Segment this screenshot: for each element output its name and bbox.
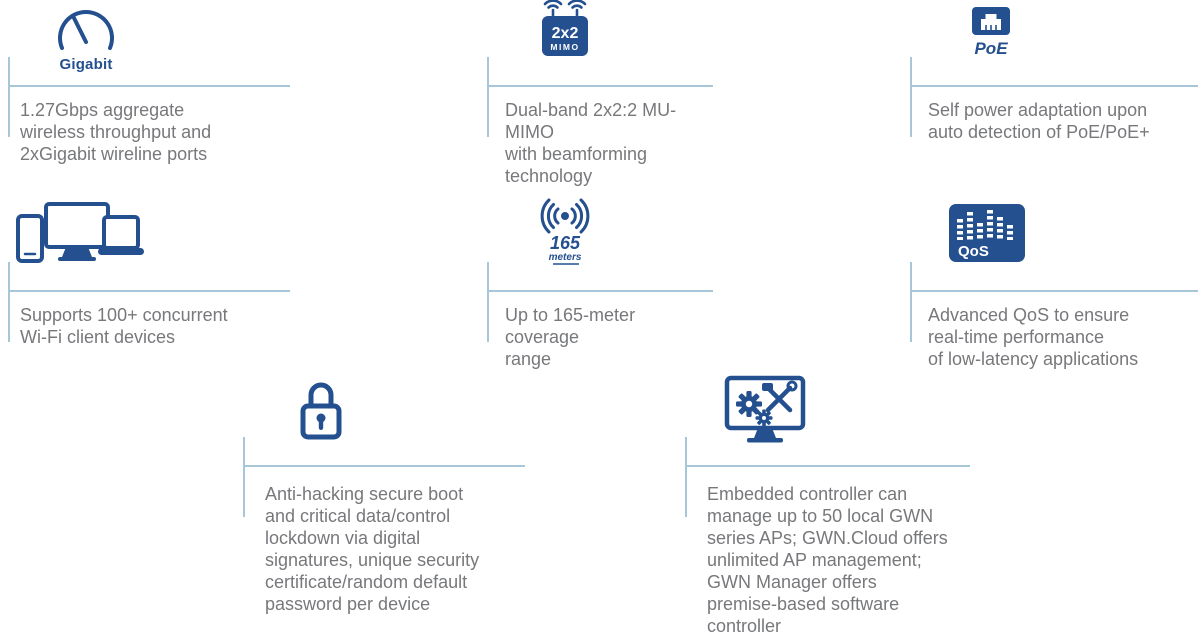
feature-description: Dual-band 2x2:2 MU-MIMO with beamforming… [505,100,677,186]
mimo-label-bottom: MIMO [550,42,579,52]
divider-vertical [8,262,10,342]
poe-label: PoE [974,39,1008,58]
qos-label: QoS [958,243,989,260]
divider-horizontal [487,290,713,292]
client-devices-icon [14,201,146,272]
feature-advanced-qos: QoS Advanced QoS to ensure real-time per… [910,203,1198,375]
feature-description: Self power adaptation upon auto detectio… [928,100,1150,142]
controller-monitor-icon [722,374,808,453]
divider-horizontal [910,85,1198,87]
feature-poe-power: PoE Self power adaptation upon auto dete… [910,0,1198,170]
feature-description: Up to 165-meter coverage range [505,305,636,369]
feature-description: Embedded controller can manage up to 50 … [707,484,948,636]
feature-security: Anti-hacking secure boot and critical da… [243,380,525,638]
divider-vertical [487,262,489,342]
feature-description: Anti-hacking secure boot and critical da… [265,484,480,614]
divider-horizontal [8,290,290,292]
divider-horizontal [8,85,290,87]
feature-description: Advanced QoS to ensure real-time perform… [928,305,1139,369]
divider-horizontal [487,85,713,87]
divider-vertical [8,57,10,137]
range-sublabel: meters [549,252,582,263]
feature-description: 1.27Gbps aggregate wireless throughput a… [20,100,212,164]
ethernet-port-icon: PoE [967,4,1015,63]
divider-horizontal [910,290,1198,292]
padlock-icon [295,376,347,447]
signal-range-icon: 165 meters [527,197,603,274]
divider-vertical [910,57,912,137]
speedometer-gauge-icon: Gigabit [34,6,138,73]
feature-embedded-controller: Embedded controller can manage up to 50 … [685,375,970,638]
feature-mu-mimo: 2x2 MIMO Dual-band 2x2:2 MU-MIMO with be… [487,0,713,186]
qos-equalizer-icon: QoS [948,203,1026,268]
feature-gigabit-throughput: Gigabit 1.27Gbps aggregate wireless thro… [8,0,290,170]
divider-vertical [685,437,687,517]
mimo-label-top: 2x2 [552,25,579,42]
gigabit-label: Gigabit [59,56,113,73]
divider-horizontal [685,465,970,467]
range-label: 165 [550,233,581,253]
feature-coverage-range: 165 meters Up to 165-meter coverage rang… [487,198,713,375]
mimo-antenna-icon: 2x2 MIMO [535,0,595,63]
feature-client-capacity: Supports 100+ concurrent Wi-Fi client de… [8,202,290,375]
divider-vertical [910,262,912,342]
divider-horizontal [243,465,525,467]
divider-vertical [243,437,245,517]
feature-description: Supports 100+ concurrent Wi-Fi client de… [20,305,228,347]
divider-vertical [487,57,489,137]
